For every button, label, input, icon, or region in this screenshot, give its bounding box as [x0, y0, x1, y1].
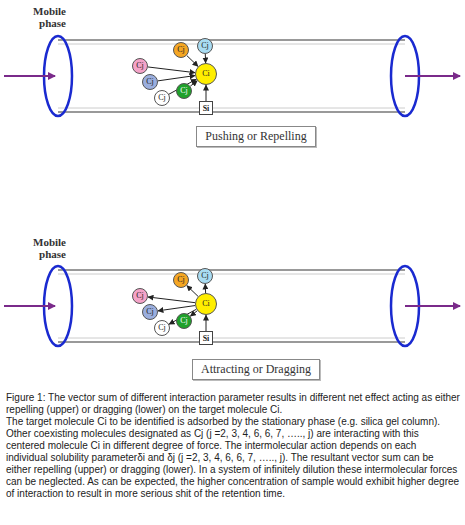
molecule-circle: Cj	[132, 58, 148, 74]
molecule-circle: Ci	[195, 293, 217, 315]
force-arrow	[205, 284, 206, 293]
force-arrow	[158, 76, 195, 81]
molecule-circle: Ci	[195, 63, 217, 85]
node-text: Cj	[136, 62, 144, 70]
node-text: Cj	[136, 292, 144, 300]
node-text: Cj	[177, 46, 185, 54]
node-text: Pushing or Repelling	[205, 129, 306, 144]
molecule-circle: Cj	[197, 38, 213, 54]
silica-box: Si	[199, 101, 213, 115]
force-arrow	[169, 309, 196, 324]
force-arrow	[206, 315, 207, 331]
force-arrow	[190, 311, 197, 316]
column-top	[4, 36, 460, 116]
molecule-circle: Cj	[154, 320, 170, 336]
panel-label: Attracting or Dragging	[192, 359, 320, 380]
silica-box: Si	[199, 331, 213, 345]
panel-label: Pushing or Repelling	[196, 126, 315, 147]
node-text: Attracting or Dragging	[201, 362, 311, 377]
force-arrow	[158, 306, 195, 311]
molecule-circle: Cj	[173, 42, 189, 58]
molecule-circle: Cj	[173, 272, 189, 288]
force-arrow	[187, 286, 198, 297]
molecule-circle: Cj	[176, 83, 192, 99]
node-text: Cj	[146, 308, 154, 316]
force-arrow	[190, 81, 197, 86]
node-text: Cj	[180, 87, 188, 95]
node-text: Cj	[177, 276, 185, 284]
node-text: Si	[203, 334, 210, 343]
node-text: Ci	[202, 300, 210, 308]
mobile-phase-label: Mobile phase	[22, 5, 66, 29]
molecule-circle: Cj	[176, 313, 192, 329]
node-text: Cj	[201, 42, 209, 50]
node-text: Ci	[202, 70, 210, 78]
node-text: Si	[203, 104, 210, 113]
molecule-circle: Cj	[132, 288, 148, 304]
molecule-circle: Cj	[142, 304, 158, 320]
figure-caption: Figure 1: The vector sum of different in…	[6, 392, 460, 416]
node-text: Cj	[146, 78, 154, 86]
force-arrow	[187, 56, 198, 67]
molecule-circle: Cj	[197, 268, 213, 284]
molecule-circle: Cj	[142, 74, 158, 90]
node-text: Cj	[201, 272, 209, 280]
mobile-phase-label: Mobile phase	[22, 236, 66, 260]
node-text: Cj	[180, 317, 188, 325]
force-arrow	[148, 297, 195, 303]
column-bottom	[4, 266, 460, 346]
force-arrow	[169, 79, 196, 94]
force-arrow	[205, 54, 206, 63]
force-arrow	[206, 85, 207, 101]
force-arrow	[148, 67, 195, 73]
node-text: Cj	[158, 324, 166, 332]
body-paragraph: The target molecule Ci to be identified …	[6, 416, 460, 500]
molecule-circle: Cj	[154, 90, 170, 106]
node-text: Cj	[158, 94, 166, 102]
